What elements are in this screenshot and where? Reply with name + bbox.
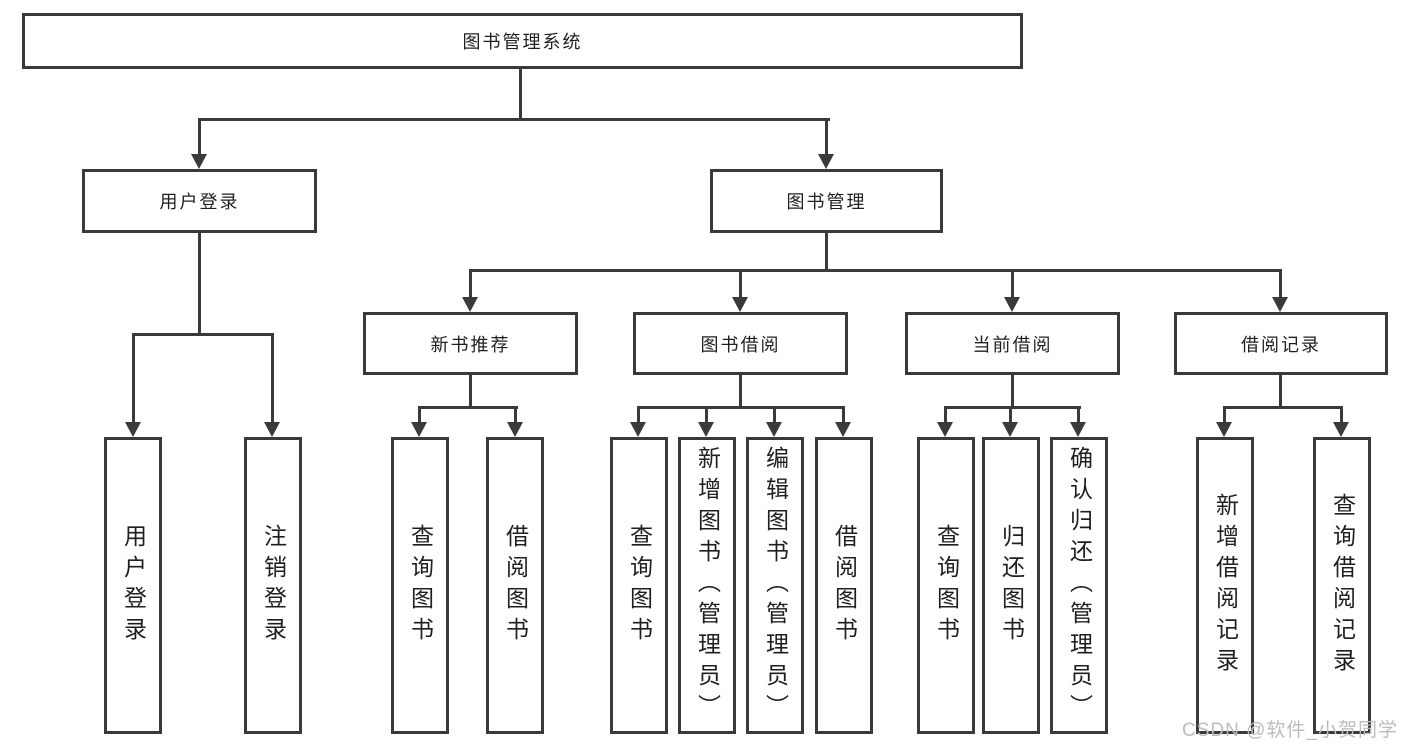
edge-borrow-records-stem	[1279, 374, 1282, 408]
arrowhead-leaf-logout	[264, 422, 280, 437]
arrowhead-new-book	[462, 297, 478, 312]
edge-arm-d3	[1077, 406, 1080, 423]
edge-user-login-stem	[198, 233, 201, 336]
edge-arm-d1	[944, 406, 947, 423]
leaf-return-book-label: 归还图书	[998, 523, 1025, 648]
leaf-edit-book-admin-label: 编辑图书（管理员）	[762, 446, 789, 725]
node-borrow-records-label: 借阅记录	[1241, 334, 1321, 355]
arrowhead-d3	[1070, 422, 1086, 437]
edge-arm-e1	[1223, 406, 1226, 423]
leaf-logout: 注销登录	[244, 437, 302, 734]
arrowhead-c3	[766, 422, 782, 437]
node-book-borrow-label: 图书借阅	[700, 334, 781, 355]
leaf-edit-book-admin: 编辑图书（管理员）	[746, 437, 804, 734]
edge-current-borrow-split	[944, 406, 1081, 409]
leaf-query-books-recommend-label: 查询图书	[407, 523, 434, 648]
node-book-borrow: 图书借阅	[633, 312, 848, 375]
edge-arm-b2	[514, 406, 517, 423]
leaf-query-borrow-record: 查询借阅记录	[1313, 437, 1371, 734]
leaf-return-book: 归还图书	[982, 437, 1040, 734]
edge-arm-e2	[1340, 406, 1343, 423]
edge-arm-d2	[1009, 406, 1012, 423]
leaf-query-books-current-label: 查询图书	[933, 523, 960, 648]
leaf-query-books-borrow: 查询图书	[610, 437, 668, 734]
leaf-query-books-recommend: 查询图书	[391, 437, 449, 734]
arrowhead-c2	[698, 422, 714, 437]
edge-root-stem	[519, 69, 522, 120]
leaf-borrow-books-recommend-label: 借阅图书	[502, 523, 529, 648]
arrowhead-book-borrow	[732, 297, 748, 312]
arrowhead-book-management	[818, 154, 834, 169]
node-book-management-label: 图书管理	[786, 192, 867, 212]
edge-arm-borrow-records	[1279, 269, 1282, 297]
edge-new-book-split	[418, 406, 518, 409]
edge-arm-c3	[773, 406, 776, 423]
arrowhead-current-borrow	[1004, 297, 1020, 312]
leaf-query-borrow-record-label: 查询借阅记录	[1329, 492, 1356, 679]
edge-arm-b1	[418, 406, 421, 423]
node-current-borrow-label: 当前借阅	[972, 334, 1053, 355]
leaf-add-book-admin-label: 新增图书（管理员）	[694, 446, 721, 725]
edge-new-book-stem	[469, 374, 472, 408]
node-new-book-recommend: 新书推荐	[363, 312, 578, 375]
edge-arm-c2	[705, 406, 708, 423]
edge-borrow-records-split	[1223, 406, 1342, 409]
arrowhead-user-login	[191, 154, 207, 169]
edge-level3-split	[469, 269, 1282, 272]
arrowhead-b1	[411, 422, 427, 437]
arrowhead-c4	[835, 422, 851, 437]
csdn-watermark: CSDN @软件_小贺同学	[1182, 720, 1398, 741]
edge-arm-book-borrow	[739, 269, 742, 297]
edge-arm-new-book	[469, 269, 472, 297]
edge-current-borrow-stem	[1011, 374, 1014, 408]
edge-book-borrow-split	[637, 406, 845, 409]
node-user-login-label: 用户登录	[159, 192, 240, 212]
arrowhead-borrow-records	[1272, 297, 1288, 312]
edge-arm-c4	[842, 406, 845, 423]
node-root-system: 图书管理系统	[22, 13, 1023, 69]
leaf-query-books-borrow-label: 查询图书	[626, 523, 653, 648]
leaf-user-login: 用户登录	[104, 437, 162, 734]
edge-level2-split	[198, 118, 830, 121]
node-new-book-recommend-label: 新书推荐	[430, 334, 511, 355]
arrowhead-e2	[1333, 422, 1349, 437]
leaf-confirm-return-admin-label: 确认归还（管理员）	[1066, 446, 1093, 725]
leaf-user-login-label: 用户登录	[120, 523, 147, 648]
edge-arm-current-borrow	[1011, 269, 1014, 297]
leaf-add-book-admin: 新增图书（管理员）	[678, 437, 736, 734]
node-current-borrow: 当前借阅	[905, 312, 1120, 375]
edge-arm-leaf-login	[132, 333, 135, 422]
leaf-add-borrow-record-label: 新增借阅记录	[1212, 492, 1239, 679]
node-root-label: 图书管理系统	[462, 32, 583, 52]
edge-arm-c1	[637, 406, 640, 423]
leaf-borrow-books-recommend: 借阅图书	[486, 437, 544, 734]
leaf-query-books-current: 查询图书	[917, 437, 975, 734]
arrowhead-c1	[630, 422, 646, 437]
arrowhead-b2	[507, 422, 523, 437]
edge-arm-book-management	[825, 118, 828, 156]
leaf-borrow-books-label: 借阅图书	[831, 523, 858, 648]
edge-user-login-split	[132, 333, 274, 336]
leaf-borrow-books: 借阅图书	[815, 437, 873, 734]
node-borrow-records: 借阅记录	[1174, 312, 1388, 375]
edge-arm-leaf-logout	[271, 333, 274, 422]
arrowhead-leaf-login	[125, 422, 141, 437]
edge-arm-user-login	[198, 118, 201, 156]
arrowhead-d1	[937, 422, 953, 437]
leaf-confirm-return-admin: 确认归还（管理员）	[1050, 437, 1108, 734]
arrowhead-d2	[1002, 422, 1018, 437]
edge-book-management-stem	[825, 233, 828, 272]
arrowhead-e1	[1216, 422, 1232, 437]
node-book-management: 图书管理	[710, 169, 943, 233]
edge-book-borrow-stem	[739, 374, 742, 408]
leaf-logout-label: 注销登录	[260, 523, 287, 648]
node-user-login: 用户登录	[82, 169, 317, 233]
leaf-add-borrow-record: 新增借阅记录	[1196, 437, 1254, 734]
